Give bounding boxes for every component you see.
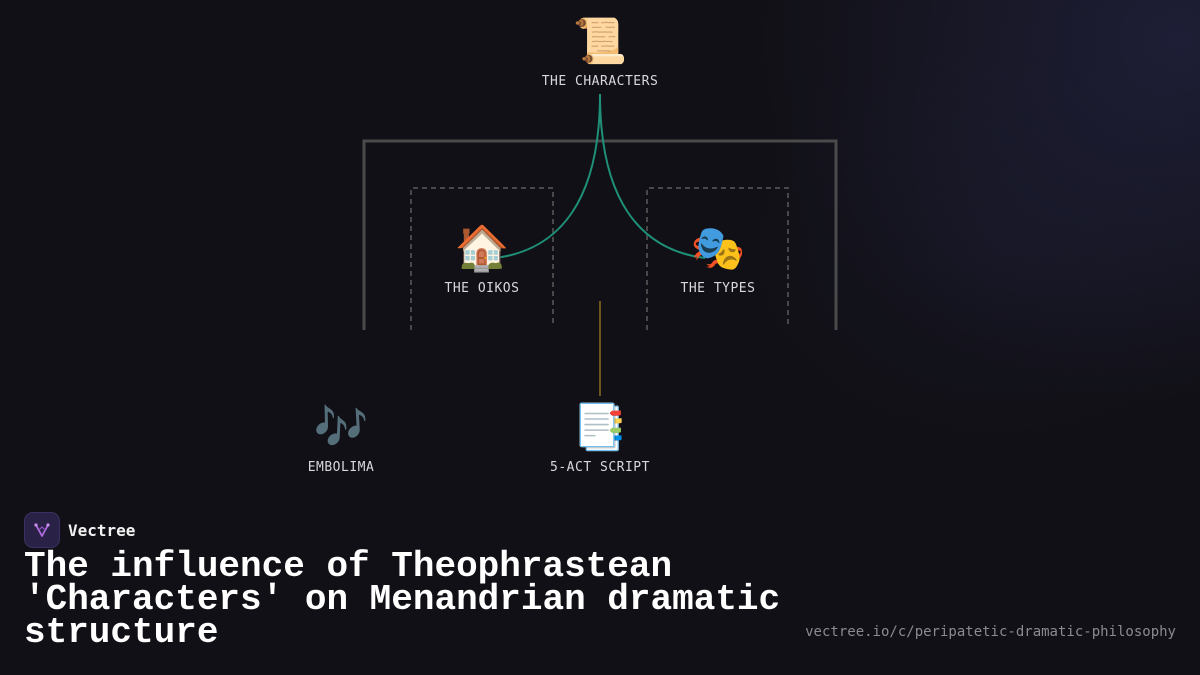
outer-frame bbox=[362, 139, 838, 330]
node-types[interactable]: 🎭 THE TYPES bbox=[638, 223, 798, 296]
node-script[interactable]: 📑 5-ACT SCRIPT bbox=[520, 402, 680, 475]
brand[interactable]: Vectree bbox=[24, 512, 135, 548]
brand-name: Vectree bbox=[68, 520, 136, 540]
node-label: THE CHARACTERS bbox=[541, 74, 659, 89]
node-embolima[interactable]: 🎶 EMBOLIMA bbox=[261, 402, 421, 475]
node-characters[interactable]: 📜 THE CHARACTERS bbox=[520, 16, 680, 89]
theater-masks-icon: 🎭 bbox=[690, 223, 746, 274]
node-label: THE TYPES bbox=[680, 281, 756, 296]
scroll-icon: 📜 bbox=[572, 16, 628, 67]
dashed-box-left bbox=[410, 187, 554, 330]
node-oikos[interactable]: 🏠 THE OIKOS bbox=[402, 223, 562, 296]
diagram-connectors bbox=[362, 93, 838, 396]
source-url[interactable]: vectree.io/c/peripatetic-dramatic-philos… bbox=[805, 624, 1176, 640]
vectree-logo-icon bbox=[24, 512, 60, 548]
node-label: EMBOLIMA bbox=[307, 460, 375, 475]
diagram: 📜 THE CHARACTERS 🏠 THE OIKOS 🎭 THE TYPES… bbox=[261, 16, 838, 475]
node-label: THE OIKOS bbox=[444, 281, 520, 296]
house-icon: 🏠 bbox=[454, 223, 510, 274]
page-title: The influence of Theophrastean 'Characte… bbox=[24, 546, 781, 653]
bookmark-tabs-icon: 📑 bbox=[572, 402, 628, 453]
node-label: 5-ACT SCRIPT bbox=[550, 460, 650, 475]
edge-characters-oikos bbox=[494, 93, 601, 259]
edge-characters-types bbox=[599, 93, 706, 259]
dashed-box-right bbox=[646, 187, 789, 330]
music-notes-icon: 🎶 bbox=[313, 402, 369, 453]
